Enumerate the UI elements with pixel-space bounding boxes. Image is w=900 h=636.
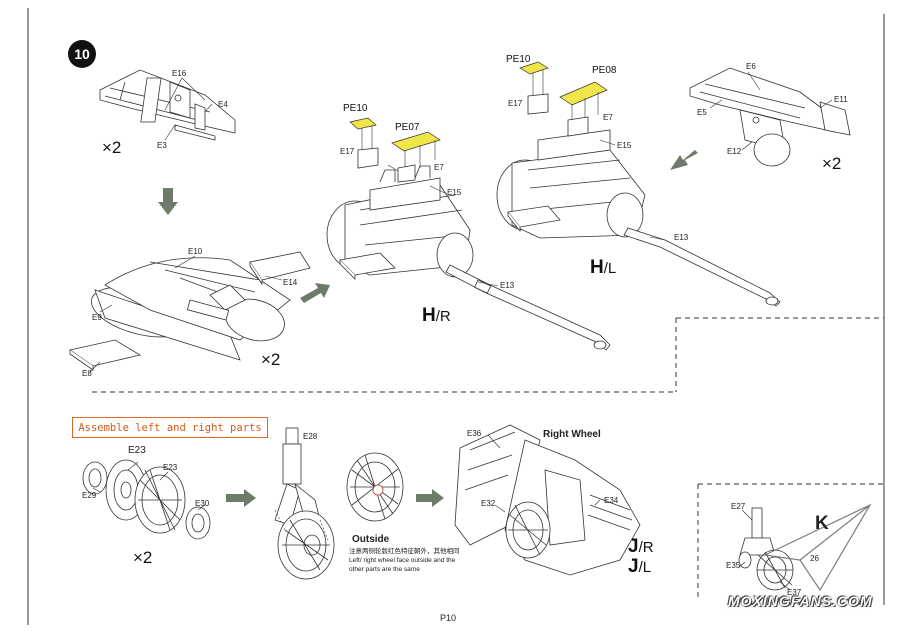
arrow-down-icon	[158, 188, 178, 215]
plate-e14	[249, 251, 311, 286]
arrow-right-icon	[416, 489, 444, 507]
part-label-26: 26	[810, 554, 819, 563]
pe-plate-pe10-center	[349, 117, 377, 130]
pod-assembly-left	[90, 257, 291, 361]
variant-label-hr: H/R	[422, 305, 451, 326]
part-label-e37: E37	[787, 588, 802, 597]
wheel-e30	[185, 506, 211, 540]
wheel-outside-view	[346, 452, 404, 522]
page-border	[27, 8, 885, 625]
pe-plate-pe08	[559, 81, 608, 106]
part-label-e17: E17	[340, 147, 355, 156]
part-label-e36: E36	[467, 429, 482, 438]
part-label-e8: E8	[82, 369, 92, 378]
part-label-e13: E13	[500, 281, 515, 290]
quantity-multiplier: ×2	[133, 548, 153, 567]
step-number-badge: 10	[68, 40, 96, 68]
part-label-pe10: PE10	[343, 103, 368, 114]
watermark-plane-icon	[762, 503, 872, 592]
quantity-multiplier: ×2	[261, 350, 281, 369]
part-label-e17: E17	[508, 99, 523, 108]
arrow-right-icon	[226, 489, 256, 507]
pe-plate-pe10-right	[519, 61, 549, 75]
variant-label-jl: J/L	[628, 556, 652, 577]
bracket-e17-right	[527, 93, 549, 115]
frame-assembly-top-right	[689, 67, 851, 167]
part-label-e23: E23	[128, 445, 146, 456]
part-label-e27: E27	[731, 502, 746, 511]
plate-hl-bottom	[507, 205, 561, 233]
part-label-e28: E28	[303, 432, 318, 441]
section-divider	[92, 317, 884, 600]
quantity-multiplier: ×2	[822, 154, 842, 173]
landing-wheel-j	[505, 501, 551, 559]
part-label-e5: E5	[697, 108, 707, 117]
pod-assembly-hr	[326, 165, 474, 278]
landing-wheel	[277, 510, 335, 580]
part-label-e10: E10	[188, 247, 203, 256]
part-label-e11: E11	[834, 95, 848, 104]
part-label-e3: E3	[157, 141, 167, 150]
plate-hr-bottom	[339, 252, 396, 280]
right-wheel-title: Right Wheel	[543, 429, 601, 440]
bracket-e7-right	[567, 116, 589, 137]
bracket-e7-center	[397, 164, 416, 183]
page-number: P10	[440, 613, 457, 623]
part-label-e35: E35	[726, 561, 741, 570]
part-label-e23: E23	[163, 463, 178, 472]
pe-plate-pe07	[391, 131, 441, 152]
variant-label-jr: J/R	[628, 536, 654, 557]
k-assembly	[738, 507, 794, 591]
part-label-e7: E7	[603, 113, 613, 122]
watermark-text: MOXINGFANS.COM	[728, 593, 873, 609]
part-label-e13: E13	[674, 233, 689, 242]
arrow-right-icon	[300, 283, 330, 303]
quantity-multiplier: ×2	[102, 138, 122, 157]
part-label-e34: E34	[604, 496, 619, 505]
variant-label-k: K	[815, 513, 829, 534]
bracket-e17-center	[357, 147, 379, 169]
part-label-e16: E16	[172, 69, 187, 78]
assemble-note: Assemble left and right parts	[72, 417, 268, 438]
part-label-e14: E14	[283, 278, 298, 287]
gun-barrel-hr	[445, 264, 611, 351]
gun-barrel-hl	[623, 227, 781, 307]
plate-e8	[69, 339, 142, 371]
arrow-down-left-icon	[670, 150, 698, 170]
part-label-pe07: PE07	[395, 122, 420, 133]
part-label-e15: E15	[617, 141, 632, 150]
part-label-e32: E32	[481, 499, 496, 508]
part-label-e6: E6	[746, 62, 756, 71]
part-label-e9: E9	[92, 313, 102, 322]
part-label-pe10: PE10	[506, 54, 531, 65]
part-label-e7: E7	[434, 163, 444, 172]
part-label-e30: E30	[195, 499, 210, 508]
landing-strut-e28	[274, 427, 321, 526]
outside-note: 注意两侧轮毂红色特征朝外，其他相同 Left/ right wheel face…	[349, 548, 460, 573]
part-label-e4: E4	[218, 100, 228, 109]
part-label-e15: E15	[447, 188, 462, 197]
part-label-e12: E12	[727, 147, 742, 156]
outside-title: Outside	[352, 534, 390, 545]
part-label-e29: E29	[82, 491, 97, 500]
tyre-e23	[134, 466, 186, 534]
wheel-e29	[82, 461, 108, 495]
variant-label-hl: H/L	[590, 257, 617, 278]
part-label-pe08: PE08	[592, 65, 617, 76]
